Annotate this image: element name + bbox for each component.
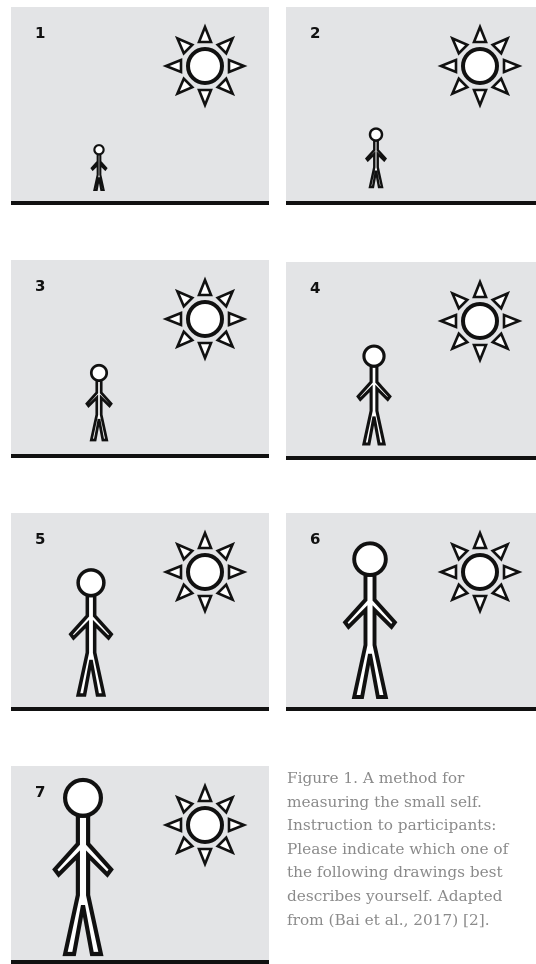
panel-7: 7 (11, 766, 269, 962)
stick-figure-icon (87, 365, 111, 440)
scene (11, 260, 269, 456)
scene (286, 513, 536, 709)
stick-figure-icon (55, 780, 111, 954)
stick-figure-icon (92, 145, 107, 190)
stick-figure-icon (358, 346, 390, 444)
stick-figure-icon (345, 543, 395, 697)
stick-figure-icon (71, 570, 111, 695)
panel-5: 5 (11, 513, 269, 709)
sun-icon (441, 533, 519, 611)
ground-line (11, 201, 269, 205)
ground-line (11, 960, 269, 964)
ground-line (286, 707, 536, 711)
sun-icon (166, 533, 244, 611)
scene (11, 513, 269, 709)
scene (11, 766, 269, 962)
scene (286, 262, 536, 458)
sun-icon (441, 282, 519, 360)
scene (11, 7, 269, 203)
ground-line (286, 456, 536, 460)
sun-icon (166, 786, 244, 864)
panel-2: 2 (286, 7, 536, 203)
panel-3: 3 (11, 260, 269, 456)
scene (286, 7, 536, 203)
panel-1: 1 (11, 7, 269, 203)
panel-4: 4 (286, 262, 536, 458)
ground-line (11, 707, 269, 711)
panel-6: 6 (286, 513, 536, 709)
sun-icon (166, 27, 244, 105)
ground-line (11, 454, 269, 458)
stick-figure-icon (367, 129, 386, 187)
ground-line (286, 201, 536, 205)
sun-icon (166, 280, 244, 358)
sun-icon (441, 27, 519, 105)
figure-caption: Figure 1. A method for measuring the sma… (287, 767, 527, 932)
